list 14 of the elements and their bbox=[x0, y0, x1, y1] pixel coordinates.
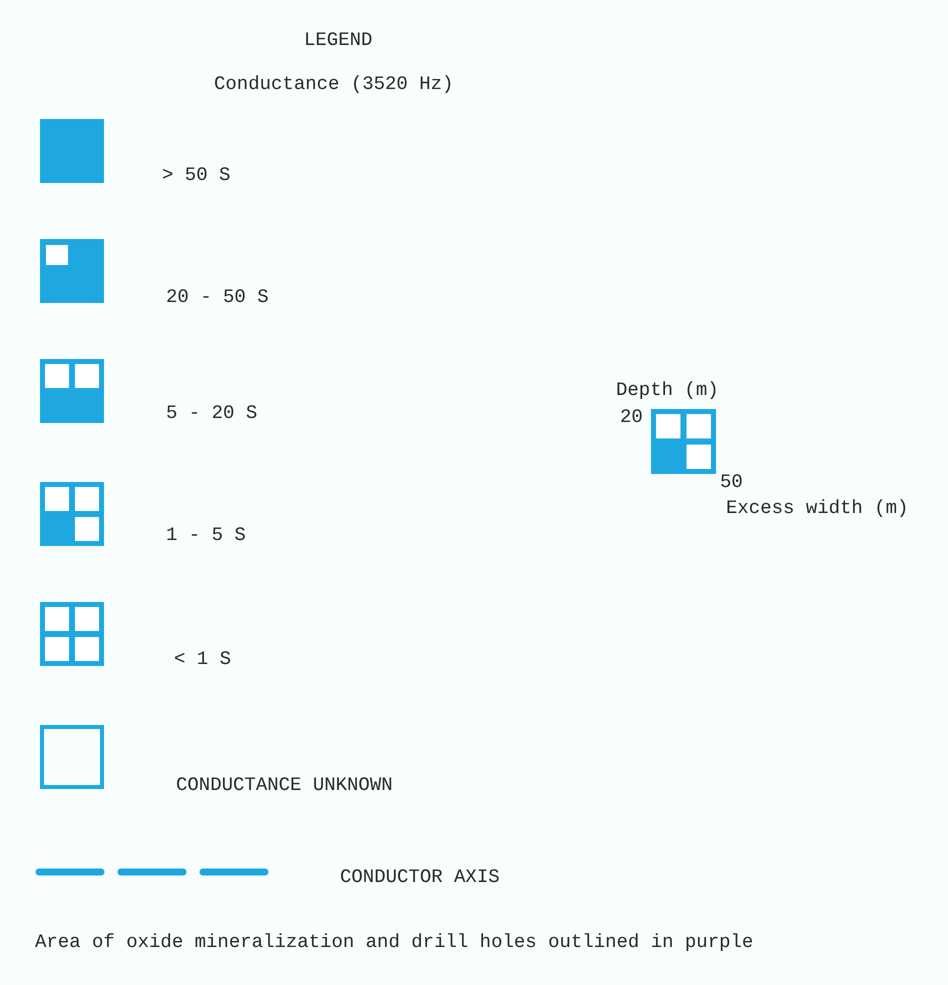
legend-label: CONDUCTANCE UNKNOWN bbox=[176, 774, 393, 796]
legend-label: 1 - 5 S bbox=[166, 524, 246, 546]
axis-label: Excess width (m) bbox=[726, 497, 908, 519]
legend-title: LEGEND bbox=[304, 29, 372, 51]
legend-label: > 50 S bbox=[162, 164, 230, 186]
legend-label: CONDUCTOR AXIS bbox=[340, 866, 500, 888]
legend-subtitle: Conductance (3520 Hz) bbox=[214, 73, 454, 95]
legend-label: 5 - 20 S bbox=[166, 402, 258, 424]
axis-value: 50 bbox=[720, 471, 743, 493]
legend-label: 20 - 50 S bbox=[166, 286, 269, 308]
legend-label: < 1 S bbox=[174, 648, 232, 670]
axis-value: 20 bbox=[620, 406, 643, 428]
note-text: Area of oxide mineralization and drill holes outlined in purple bbox=[35, 931, 754, 953]
axis-label: Depth (m) bbox=[616, 379, 719, 401]
